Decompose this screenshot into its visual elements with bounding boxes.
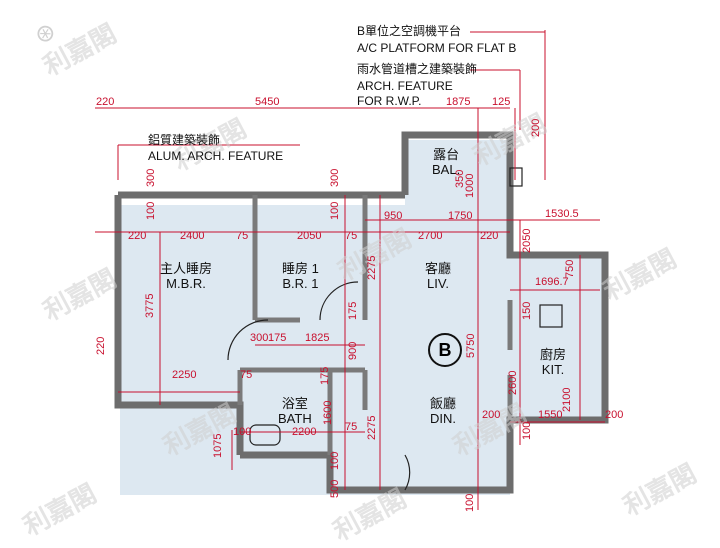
dim-label: 200: [605, 409, 624, 421]
rwp-label-en-1: ARCH. FEATURE: [357, 79, 453, 93]
room-bath-en: BATH: [278, 410, 312, 426]
dim-label: 1750: [448, 210, 473, 222]
room-br1-en: B.R. 1: [282, 275, 319, 291]
dim-label: 1600: [322, 400, 334, 425]
rwp-label-zh: 雨水管道槽之建築裝飾: [357, 62, 478, 76]
dim-label: 3775: [144, 293, 156, 318]
room-living: 客廳 LIV.: [425, 261, 452, 292]
room-balcony-en: BAL.: [432, 161, 461, 177]
room-dining: 飯廳 DIN.: [430, 396, 457, 427]
fixtures: [249, 167, 563, 446]
dim-label: 2400: [180, 230, 205, 242]
room-bedroom-1: 睡房 1 B.R. 1: [282, 261, 319, 292]
room-balcony: 露台 BAL.: [432, 147, 461, 178]
doors: [227, 281, 411, 491]
dim-label: 300: [145, 168, 157, 187]
dim-label: 200: [530, 118, 542, 137]
dim-label: 100: [521, 421, 533, 440]
dim-label: 5450: [255, 96, 280, 108]
room-mbr-en: M.B.R.: [166, 275, 206, 291]
dim-label: 200: [482, 409, 501, 421]
dim-label: 220: [480, 230, 499, 242]
dim-label: 220: [96, 96, 115, 108]
dim-label: 1075: [212, 433, 224, 458]
room-mbr-zh: 主人睡房: [160, 261, 213, 276]
dim-label: 2200: [292, 426, 317, 438]
dim-label: 900: [347, 341, 359, 360]
dim-label: 125: [492, 96, 511, 108]
dim-label: 1875: [446, 96, 471, 108]
room-bath-zh: 浴室: [281, 396, 308, 411]
dim-label: 2275: [366, 255, 378, 280]
room-kitchen: 廚房 KIT.: [540, 347, 567, 378]
dim-label: 500: [329, 479, 341, 498]
dim-label: 2250: [172, 369, 197, 381]
dim-label: 175: [319, 366, 331, 385]
room-liv-en: LIV.: [427, 275, 449, 291]
room-kit-zh: 廚房: [540, 347, 567, 362]
alum-feature-label-en: ALUM. ARCH. FEATURE: [148, 149, 284, 163]
dim-label: 1696.7: [535, 276, 569, 288]
dim-label: 100: [233, 426, 252, 438]
dim-label: 2275: [366, 415, 378, 440]
dim-label: 5750: [465, 333, 477, 358]
room-bath: 浴室 BATH: [278, 396, 312, 427]
dim-label: 2050: [521, 228, 533, 253]
room-din-zh: 飯廳: [430, 396, 457, 411]
ac-platform-label-en: A/C PLATFORM FOR FLAT B: [357, 41, 517, 55]
dim-label: 75: [236, 230, 249, 242]
ac-platform-label-zh: B單位之空調機平台: [357, 24, 462, 38]
dim-label: 2700: [418, 230, 443, 242]
dimension-lines: [95, 30, 605, 510]
inner-walls: [237, 195, 513, 455]
dim-label: 100: [464, 493, 476, 512]
room-kit-en: KIT.: [541, 361, 565, 377]
dim-label: 300: [329, 168, 341, 187]
room-master-bedroom: 主人睡房 M.B.R.: [160, 261, 213, 292]
dim-label: 1550: [538, 409, 563, 421]
dim-label: 100: [329, 201, 341, 220]
dim-label: 2600: [507, 370, 519, 395]
flat-label-badge: B: [428, 333, 462, 367]
dim-label: 75: [345, 230, 358, 242]
dim-label: 750: [564, 259, 576, 278]
room-din-en: DIN.: [430, 410, 456, 426]
dim-label: 220: [128, 230, 147, 242]
dim-label: 100: [329, 451, 341, 470]
rwp-label-en-2: FOR R.W.P.: [357, 94, 422, 108]
dim-label: 175: [347, 301, 359, 320]
room-liv-zh: 客廳: [425, 261, 452, 276]
alum-feature-label-zh: 鋁質建築裝飾: [148, 133, 221, 147]
dim-label: 175: [268, 332, 287, 344]
dim-label: 150: [521, 301, 533, 320]
outer-walls: [114, 131, 609, 494]
dim-label: 1825: [305, 332, 330, 344]
dim-label: 75: [345, 421, 358, 433]
dim-label: 2100: [561, 387, 573, 412]
dim-label: 75: [240, 369, 253, 381]
room-balcony-zh: 露台: [433, 147, 460, 162]
dim-label: 1000: [464, 173, 476, 198]
dim-label: 2050: [297, 230, 322, 242]
dim-label: 100: [145, 201, 157, 220]
dim-label: 950: [384, 210, 403, 222]
dim-label: 300: [250, 332, 269, 344]
room-br1-zh: 睡房 1: [282, 261, 319, 276]
dim-label: 220: [95, 336, 107, 355]
dim-label: 1530.5: [545, 208, 579, 220]
